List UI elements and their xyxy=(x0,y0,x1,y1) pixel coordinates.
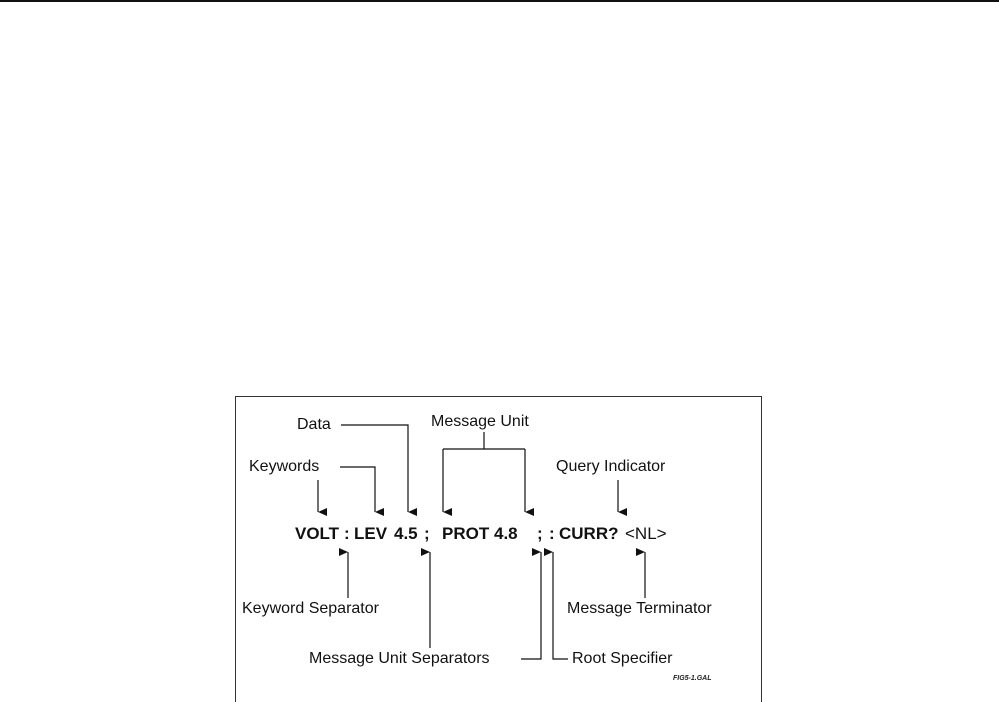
cmd-volt: VOLT xyxy=(295,524,340,543)
label-root-specifier: Root Specifier xyxy=(572,650,673,667)
cmd-curr: CURR? xyxy=(559,524,619,543)
label-message-terminator: Message Terminator xyxy=(567,600,712,617)
label-keyword-separator: Keyword Separator xyxy=(242,600,379,617)
label-message-unit: Message Unit xyxy=(431,413,529,430)
cmd-colon-2: : xyxy=(549,524,555,543)
separator-arrow-2 xyxy=(521,548,542,660)
label-data: Data xyxy=(297,416,331,433)
cmd-colon-1: : xyxy=(344,524,350,543)
page-top-rule xyxy=(0,0,999,2)
cmd-semicolon-2: ; xyxy=(537,524,543,543)
cmd-value-1: 4.5 xyxy=(394,524,418,543)
label-query-indicator: Query Indicator xyxy=(556,458,666,475)
data-connector xyxy=(341,424,417,516)
cmd-prot: PROT xyxy=(442,524,490,543)
root-specifier-connector xyxy=(544,548,568,660)
cmd-value-2: 4.8 xyxy=(494,524,518,543)
label-message-unit-separators: Message Unit Separators xyxy=(309,650,490,667)
figure-tag: FIG5-1.GAL xyxy=(673,675,712,682)
cmd-semicolon-1: ; xyxy=(424,524,430,543)
cmd-lev: LEV xyxy=(354,524,388,543)
label-keywords: Keywords xyxy=(249,458,320,475)
figure-frame xyxy=(235,396,762,702)
keywords-lev-connector xyxy=(340,466,384,516)
cmd-terminator: <NL> xyxy=(625,524,667,543)
